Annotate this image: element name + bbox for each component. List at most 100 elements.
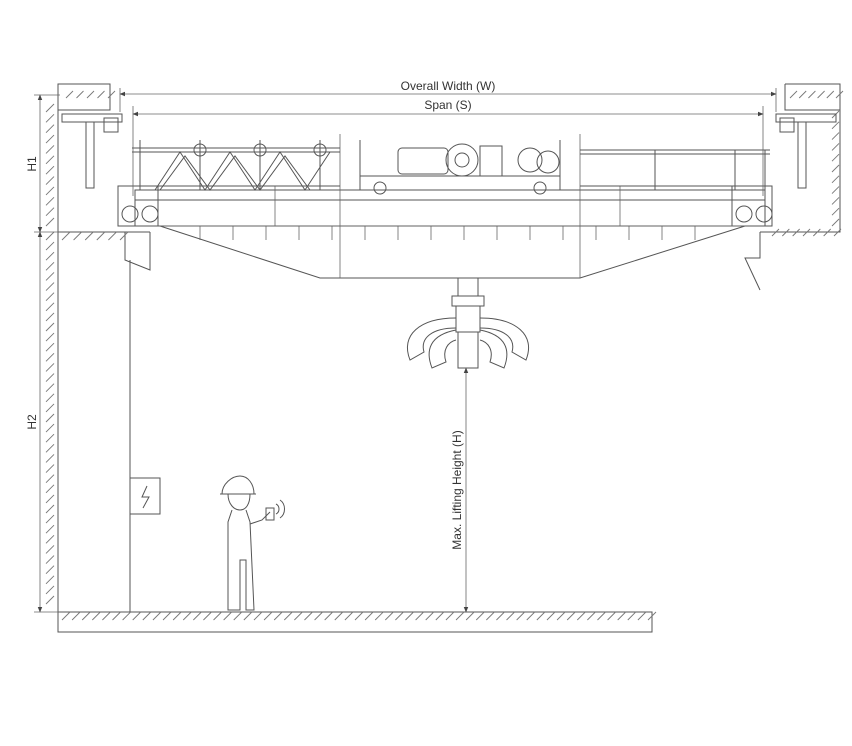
left-wall-hatch <box>45 474 55 483</box>
left-upper-wall-hatch <box>45 145 55 154</box>
left-wall-hatch <box>45 393 55 403</box>
floor-hatch <box>132 611 142 621</box>
switch-box <box>129 477 161 515</box>
right-cap-hatch <box>808 90 816 99</box>
girder-top-flange <box>134 189 766 201</box>
left-wall-hatch <box>45 413 55 423</box>
brake-wheel-2 <box>536 150 560 174</box>
right-wall-hatch <box>831 218 840 227</box>
trolley-wheel-left <box>373 181 387 195</box>
right-corbel-hatch <box>833 228 842 237</box>
left-wall-hatch <box>45 545 55 554</box>
left-upper-wall-hatch <box>45 207 55 216</box>
floor-hatch <box>526 611 536 621</box>
floor-hatch <box>253 611 263 621</box>
floor-hatch <box>142 611 152 621</box>
left-upper-wall-hatch <box>45 186 55 196</box>
left-corbel-hatch <box>84 231 94 241</box>
floor-hatch <box>294 611 303 621</box>
floor-hatch <box>415 611 424 621</box>
switch-box-body <box>129 477 161 515</box>
left-sheave-1 <box>193 143 207 157</box>
left-corbel-hatch <box>73 231 82 241</box>
floor-hatch <box>627 611 637 621</box>
floor-hatch <box>607 611 616 621</box>
left-upper-wall-hatch <box>45 124 55 134</box>
floor-hatch <box>273 611 283 621</box>
left-cap-hatch <box>76 90 84 99</box>
left-wall-hatch <box>45 231 55 241</box>
operator-head <box>227 493 251 511</box>
right-wall-cap <box>784 84 840 111</box>
right-cap-hatch <box>798 90 807 99</box>
left-wall-hatch <box>45 524 55 534</box>
runway-left <box>61 113 159 227</box>
floor-hatch <box>243 611 253 621</box>
floor-hatch <box>566 611 576 621</box>
right-cap-hatch <box>789 90 798 99</box>
girder-bottom-chord <box>159 225 746 279</box>
grab-center-tine <box>457 332 479 369</box>
left-wall-hatch <box>45 555 55 564</box>
floor-hatch <box>263 611 273 621</box>
hard-hat-icon <box>221 475 255 495</box>
left-upper-wall-hatch <box>45 165 55 175</box>
left-corbel-hatch <box>108 231 117 241</box>
right-corbel-hatch <box>823 228 831 237</box>
grab-bucket <box>406 278 530 369</box>
right-cap-hatch <box>835 90 844 99</box>
floor-hatch <box>536 611 546 621</box>
left-cap-hatch <box>107 90 116 99</box>
brake-wheel-1 <box>517 147 543 173</box>
right-corbel-hatch <box>813 228 821 237</box>
left-wall-hatch <box>45 332 55 342</box>
trolley-wheel-right <box>533 181 547 195</box>
floor-hatch <box>465 611 475 621</box>
right-wheel-2 <box>755 205 773 223</box>
left-corbel-hatch <box>119 231 129 241</box>
floor-hatch <box>304 611 313 621</box>
left-wall-hatch <box>45 484 55 494</box>
left-upper-wall-hatch <box>45 134 55 144</box>
left-wall-hatch <box>45 302 55 312</box>
floor-hatch <box>516 611 525 621</box>
left-wall-hatch <box>45 464 55 473</box>
grab-body <box>455 305 481 333</box>
left-corbel-hatch <box>61 231 71 241</box>
floor-hatch <box>182 611 192 621</box>
signal-wave-1 <box>275 503 280 515</box>
left-wall-hatch <box>45 504 55 514</box>
trolley-frame <box>359 175 561 191</box>
floor-hatch <box>617 611 627 621</box>
girder-stiffeners <box>199 226 696 240</box>
grab-tine-left-2 <box>428 329 457 369</box>
floor-hatch <box>576 611 586 621</box>
floor-hatch <box>546 611 556 621</box>
operator-body <box>227 509 255 611</box>
lifting-height-label: Max. Lifting Height (H) <box>450 430 464 549</box>
gearbox <box>479 145 503 177</box>
left-wall-hatch <box>45 282 55 291</box>
floor-hatch <box>193 611 202 621</box>
hoist-motor <box>397 147 449 175</box>
left-upper-wall-hatch <box>45 196 55 206</box>
left-upper-wall-hatch <box>45 176 55 185</box>
left-wall-hatch <box>45 444 55 453</box>
grab-tine-right-2 <box>479 329 508 369</box>
left-wall-hatch <box>45 322 55 332</box>
right-railing <box>580 149 770 190</box>
hatching <box>45 90 844 621</box>
floor-hatch <box>435 611 445 621</box>
left-collector <box>103 117 119 133</box>
left-cap-hatch <box>97 90 105 99</box>
left-wall-hatch <box>45 403 55 413</box>
left-wall-hatch <box>45 514 55 524</box>
hoist-drum-hub <box>454 152 470 168</box>
floor-hatch <box>455 611 465 621</box>
floor-hatch <box>81 611 91 621</box>
floor-hatch <box>647 611 657 621</box>
right-wall <box>760 83 841 233</box>
girder-web <box>134 199 766 227</box>
